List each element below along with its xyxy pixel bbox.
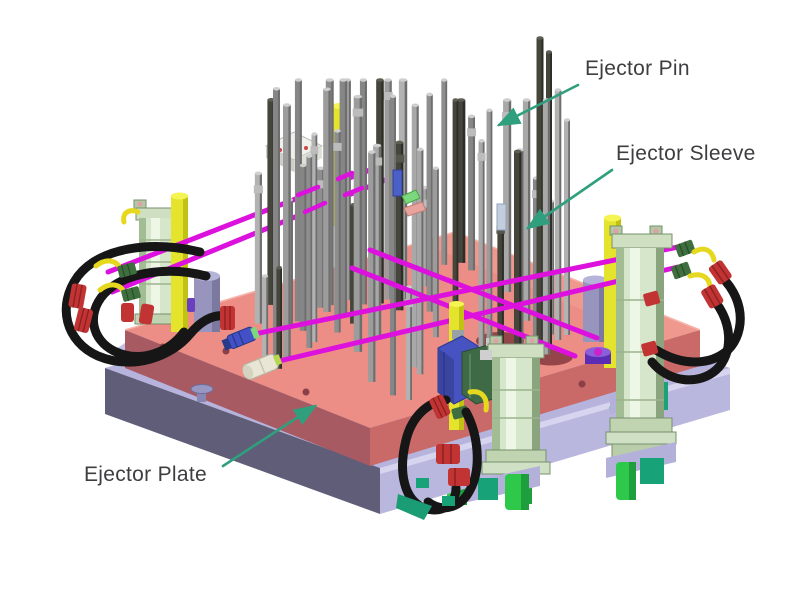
ejector-pin [273, 86, 280, 362]
plate-hole [578, 380, 586, 388]
ejector-pin [299, 163, 307, 331]
ejector-sleeve-collar [419, 199, 430, 208]
ejector-pin [467, 114, 477, 271]
ejector-pin [372, 143, 383, 336]
ejector-pin [352, 94, 364, 352]
ejector-pin [477, 139, 486, 375]
ejector-sleeve-collar [531, 190, 541, 199]
ejector-pin [306, 154, 313, 348]
tube-fitting-white [242, 353, 283, 380]
ejector-pin [323, 87, 331, 312]
ejector-pin [456, 98, 466, 263]
ejector-pin [486, 108, 493, 351]
label-ejector-pin: Ejector Pin [585, 57, 690, 80]
hydraulic-cylinder-right [605, 225, 677, 500]
ejector-pin [394, 140, 405, 311]
hydraulic-hoses-right [641, 239, 745, 385]
ejector-pin [426, 92, 433, 312]
ejector-pin [513, 149, 522, 353]
ejector-sleeve-collar [310, 146, 319, 155]
ejector-plate-arrow [221, 404, 318, 468]
ejector-sleeve-arrow [525, 168, 614, 230]
hydraulic-cylinder-front [468, 335, 551, 510]
ejector-pin [522, 98, 531, 321]
ejector-sleeve-collar [383, 92, 393, 100]
hydraulic-hoses-left [61, 242, 235, 367]
tube-fitting-blue [221, 326, 260, 351]
ejector-sleeve-collar [316, 180, 326, 189]
knurled-knob-purple [585, 347, 611, 364]
ejector-pin [253, 171, 263, 324]
ejector-pin [333, 129, 342, 333]
ejector-pin [339, 78, 348, 315]
ejector-pin [536, 36, 544, 352]
ejector-pin [262, 274, 269, 366]
ejector-pin [554, 88, 562, 340]
ejector-sleeve-collar [352, 108, 364, 117]
ejector-sleeve-collar [372, 157, 383, 166]
label-ejector-sleeve: Ejector Sleeve [616, 142, 756, 165]
ejector-pin [310, 132, 319, 343]
ejector-pin [390, 94, 396, 396]
hydraulic-hoses-front [396, 394, 482, 520]
ejector-pin [452, 98, 459, 306]
ejector-sleeve-collar [394, 154, 405, 163]
stop-pin [190, 384, 214, 402]
ejector-pin-arrow [496, 83, 580, 127]
ejector-pin [564, 118, 570, 335]
annotation-arrows [221, 83, 614, 468]
ejector-pin [441, 78, 448, 265]
ejector-sleeve-collar [253, 185, 263, 194]
lifter-tubes-front [237, 243, 686, 369]
ejector-sleeve-collar [467, 128, 477, 137]
ejector-sleeve-collar [477, 152, 486, 161]
ejector-pin [432, 166, 439, 338]
ejector-pin [416, 147, 424, 375]
ejector-pin [276, 265, 283, 369]
ejector-sleeve-collar [333, 142, 342, 151]
ejector-pin [368, 150, 376, 382]
ejector-pin [359, 78, 367, 305]
plate-hole [302, 388, 310, 396]
label-ejector-plate: Ejector Plate [84, 463, 207, 486]
ejector-pin [283, 103, 291, 359]
pin-collars [392, 169, 507, 231]
